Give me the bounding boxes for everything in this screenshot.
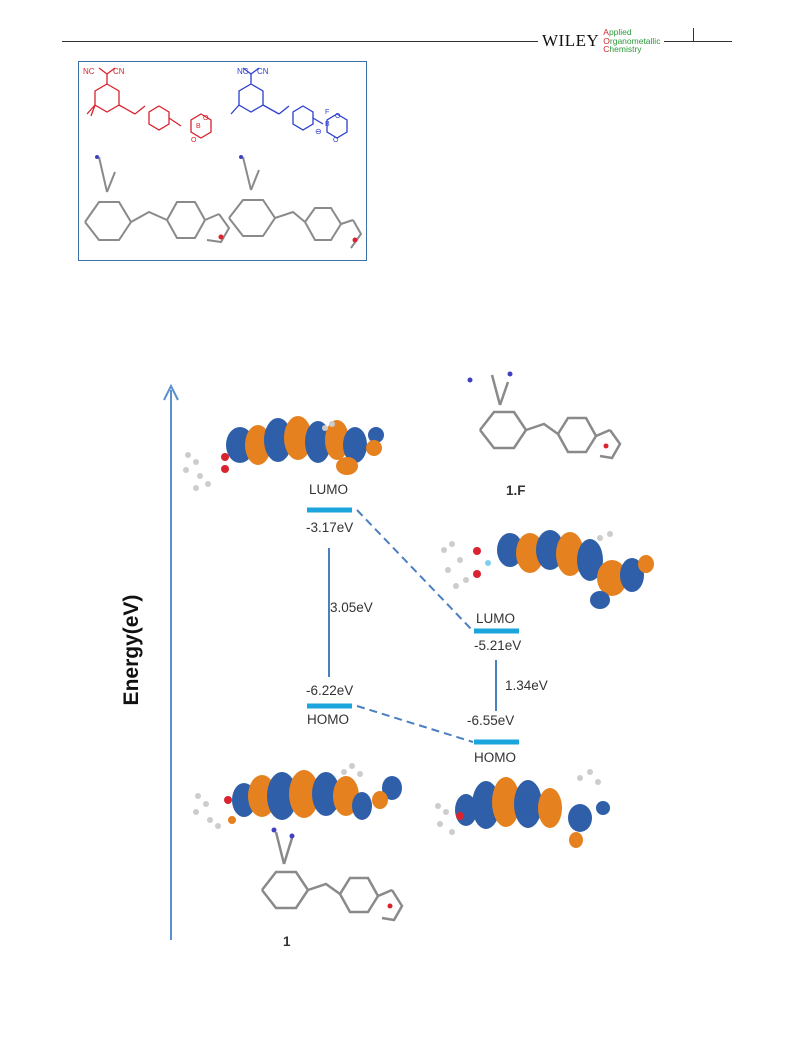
header-rule	[62, 41, 732, 42]
orbital-right-lumo	[441, 530, 654, 609]
left-gap-value: 3.05eV	[330, 600, 373, 615]
stick-model-right	[228, 156, 363, 249]
right-oxygen-2: O	[333, 137, 339, 144]
stick-model-oxygen-markers	[218, 234, 358, 243]
right-homo-label: HOMO	[474, 750, 516, 765]
stick-1f-n-atom-1	[467, 377, 473, 383]
stick-1-o-atom	[387, 903, 393, 909]
publisher-logo-text: WILEY	[542, 31, 600, 50]
structure-1-red	[86, 67, 212, 139]
lumo-connector	[356, 509, 474, 632]
scheme-structures-box: NC CN B O O NC CN B F O O ⊖	[78, 61, 367, 261]
right-fluorine: F	[325, 109, 329, 116]
left-oxygen-2: O	[191, 137, 197, 144]
left-oxygen-1: O	[203, 115, 209, 122]
right-gap-value: 1.34eV	[505, 678, 548, 693]
stick-1f-n-atom-2	[507, 371, 513, 377]
stick-model-nitrogen-markers	[95, 155, 243, 159]
homo-connector	[356, 705, 474, 743]
energy-axis-arrowhead	[163, 383, 179, 401]
structure-2-blue	[230, 67, 348, 139]
right-lumo-label: LUMO	[476, 611, 516, 626]
structure-drawings: NC CN B O O NC CN B F O O ⊖	[83, 67, 363, 249]
left-homo-label: HOMO	[307, 712, 349, 727]
journal-name: Applied Organometallic Chemistry	[603, 27, 661, 55]
header-tick	[693, 28, 694, 42]
left-homo-energy: -6.22eV	[306, 683, 354, 698]
left-lumo-label: LUMO	[309, 482, 349, 497]
left-nc-1: NC	[83, 67, 95, 76]
compound-1-label: 1	[283, 934, 291, 949]
right-nc-2: CN	[257, 67, 269, 76]
right-lumo-energy: -5.21eV	[474, 638, 522, 653]
stick-model-left	[84, 156, 231, 244]
stick-1-n-atom-2	[289, 833, 295, 839]
right-boron: B	[325, 121, 330, 128]
stick-model-1	[261, 831, 404, 922]
right-negative-charge: ⊖	[315, 127, 322, 136]
stick-model-1f	[479, 374, 622, 460]
left-lumo-energy: -3.17eV	[306, 520, 354, 535]
right-oxygen-1: O	[335, 113, 341, 120]
energy-axis-label: Energy(eV)	[120, 594, 143, 706]
right-nc-1: NC	[237, 67, 249, 76]
compound-1f-label: 1.F	[506, 483, 526, 498]
stick-1-n-atom-1	[271, 827, 277, 833]
orbital-left-lumo	[183, 416, 384, 491]
left-boron: B	[196, 123, 201, 130]
right-homo-energy: -6.55eV	[467, 713, 515, 728]
journal-logo: WILEY Applied Organometallic Chemistry	[538, 27, 665, 55]
stick-1f-o-atom	[603, 443, 609, 449]
orbital-right-homo	[435, 769, 610, 848]
left-nc-2: CN	[113, 67, 125, 76]
orbital-left-homo	[193, 763, 402, 829]
